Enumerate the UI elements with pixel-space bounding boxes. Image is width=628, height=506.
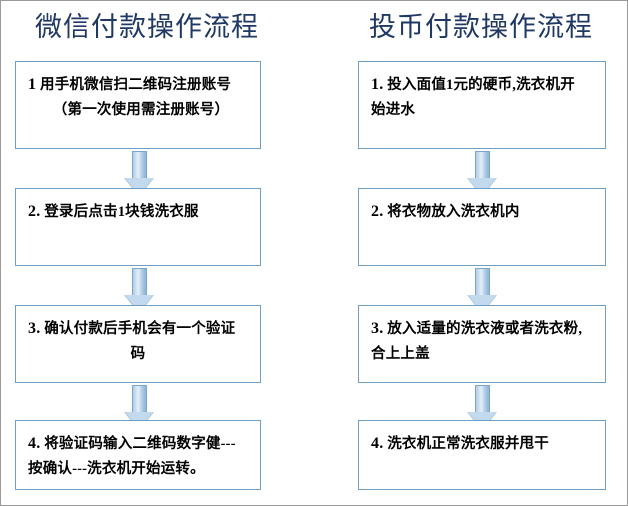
flow-box-coin-step-2[interactable]: 2. 将衣物放入洗衣机内 bbox=[358, 188, 606, 266]
step-line-1: 用手机微信扫二维码注册账号 bbox=[40, 77, 232, 93]
step-number: 2. bbox=[371, 203, 384, 220]
step-line-2: 码 bbox=[130, 346, 146, 362]
arrow-shaft bbox=[132, 151, 147, 179]
arrow-shaft bbox=[475, 268, 490, 296]
flow-box-wechat-step-4[interactable]: 4. 将验证码输入二维码数字健--- 按确认---洗衣机开始运转。 bbox=[15, 420, 261, 490]
step-number: 4. bbox=[371, 435, 384, 452]
step-number: 4. bbox=[28, 435, 41, 452]
flow-box-text: 1. 投入面值1元的硬币,洗衣机开 始进水 bbox=[371, 72, 593, 123]
step-line-1: 洗衣机正常洗衣服并甩干 bbox=[387, 436, 549, 452]
flow-box-text: 3. 放入适量的洗衣液或者洗衣粉, 合上上盖 bbox=[371, 316, 593, 367]
step-line-2: （第一次使用需注册账号） bbox=[52, 102, 230, 118]
flow-box-text: 2. 登录后点击1块钱洗衣服 bbox=[28, 199, 248, 225]
column-coin-payment: 投币付款操作流程 1. 投入面值1元的硬币,洗衣机开 始进水 2. 将衣物放入洗… bbox=[315, 1, 627, 505]
flow-box-coin-step-4[interactable]: 4. 洗衣机正常洗衣服并甩干 bbox=[358, 420, 606, 490]
step-line-2: 始进水 bbox=[371, 102, 416, 118]
arrow-shaft bbox=[475, 385, 490, 413]
step-line-1: 将衣物放入洗衣机内 bbox=[387, 204, 520, 220]
step-number: 2. bbox=[28, 203, 41, 220]
step-line-2: 合上上盖 bbox=[371, 346, 430, 362]
flow-box-coin-step-1[interactable]: 1. 投入面值1元的硬币,洗衣机开 始进水 bbox=[358, 61, 606, 149]
flow-box-text: 2. 将衣物放入洗衣机内 bbox=[371, 199, 593, 225]
flow-box-wechat-step-1[interactable]: 1 用手机微信扫二维码注册账号 （第一次使用需注册账号） bbox=[15, 61, 261, 149]
flow-box-text: 4. 洗衣机正常洗衣服并甩干 bbox=[371, 431, 593, 457]
step-number: 1. bbox=[371, 76, 384, 93]
flow-box-coin-step-3[interactable]: 3. 放入适量的洗衣液或者洗衣粉, 合上上盖 bbox=[358, 305, 606, 383]
flow-box-text: 4. 将验证码输入二维码数字健--- 按确认---洗衣机开始运转。 bbox=[28, 431, 248, 482]
step-line-2: 按确认---洗衣机开始运转。 bbox=[28, 461, 205, 477]
step-number: 1 bbox=[28, 76, 37, 93]
step-number: 3. bbox=[28, 320, 41, 337]
step-line-1: 放入适量的洗衣液或者洗衣粉, bbox=[387, 321, 583, 337]
arrow-shaft bbox=[132, 385, 147, 413]
flow-box-text: 1 用手机微信扫二维码注册账号 （第一次使用需注册账号） bbox=[28, 72, 248, 123]
step-line-1: 确认付款后手机会有一个验证 bbox=[44, 321, 236, 337]
arrow-shaft bbox=[475, 151, 490, 179]
flow-box-wechat-step-2[interactable]: 2. 登录后点击1块钱洗衣服 bbox=[15, 188, 261, 266]
column-title-wechat: 微信付款操作流程 bbox=[35, 12, 259, 42]
flow-box-text: 3. 确认付款后手机会有一个验证 码 bbox=[28, 316, 248, 367]
flow-box-wechat-step-3[interactable]: 3. 确认付款后手机会有一个验证 码 bbox=[15, 305, 261, 383]
step-line-1: 登录后点击1块钱洗衣服 bbox=[44, 204, 199, 220]
step-line-1: 投入面值1元的硬币,洗衣机开 bbox=[387, 77, 575, 93]
step-number: 3. bbox=[371, 320, 384, 337]
column-title-coin: 投币付款操作流程 bbox=[369, 12, 593, 42]
column-wechat-payment: 微信付款操作流程 1 用手机微信扫二维码注册账号 （第一次使用需注册账号） 2.… bbox=[1, 1, 315, 505]
arrow-shaft bbox=[132, 268, 147, 296]
step-line-1: 将验证码输入二维码数字健--- bbox=[44, 436, 236, 452]
